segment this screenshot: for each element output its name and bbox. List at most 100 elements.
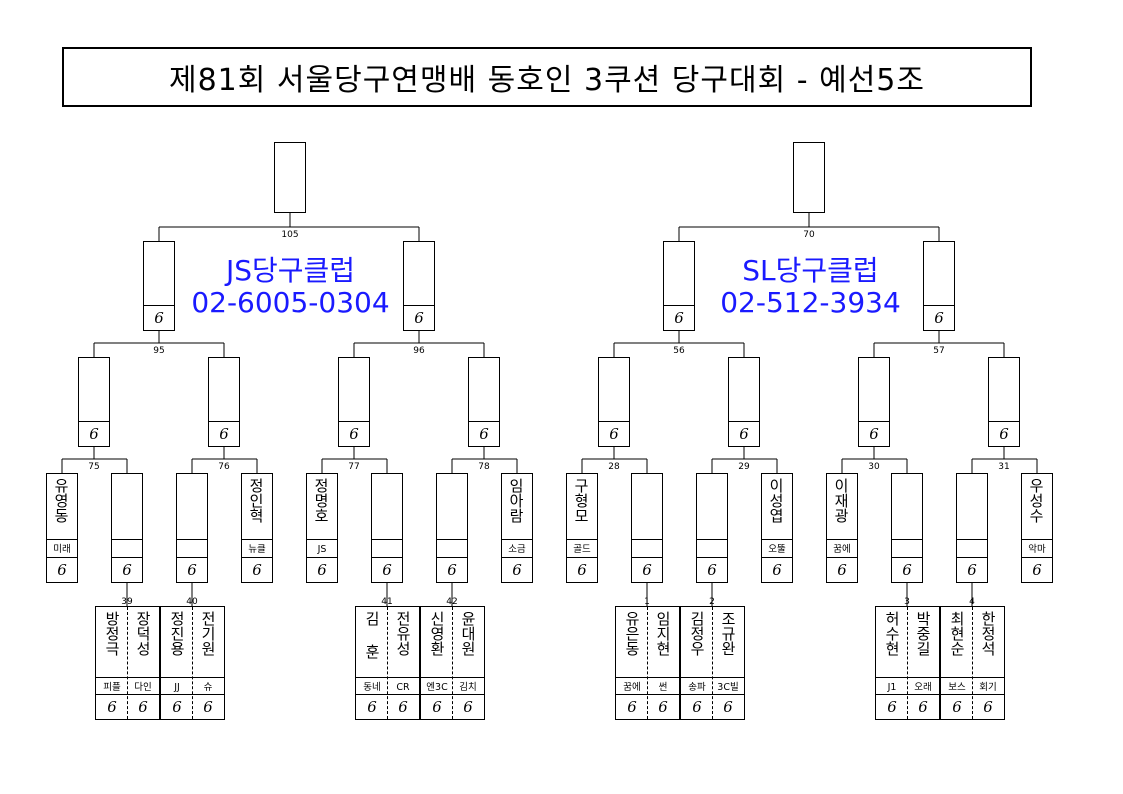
seeded-player-card: 이성엽 오뚤 6 (761, 473, 793, 583)
score-mark: 6 (144, 305, 174, 330)
bracket-slot: 6 (208, 357, 240, 447)
score-mark: 6 (567, 557, 597, 582)
bracket-slot: 6 (988, 357, 1020, 447)
score-mark: 6 (79, 421, 109, 446)
score-mark: 6 (127, 694, 159, 719)
player-name: 최현순 (948, 611, 966, 656)
match-number: 29 (738, 462, 750, 472)
score-mark: 6 (421, 694, 453, 719)
player-name: 조규완 (719, 611, 737, 656)
player-name: 이재광 (832, 478, 850, 523)
player-name: 우성수 (1027, 478, 1045, 523)
seeded-player-card: 유영동 미래 6 (46, 473, 78, 583)
score-mark: 6 (437, 557, 467, 582)
player-name: 박중길 (914, 611, 932, 656)
score-mark: 6 (907, 694, 939, 719)
match-number: 41 (381, 597, 393, 607)
score-mark: 6 (1022, 557, 1052, 582)
bracket-slot: 6 (858, 357, 890, 447)
match-number: 28 (608, 462, 620, 472)
match-number: 56 (673, 346, 685, 356)
bracket-slot: 6 (956, 473, 988, 583)
player-name: 임아람 (507, 478, 525, 523)
player-name: 한정석 (979, 611, 997, 656)
player-club: JJ (161, 677, 193, 697)
score-mark: 6 (469, 421, 499, 446)
match-number: 57 (933, 346, 945, 356)
seeded-player-card: 우성수 악마 6 (1021, 473, 1053, 583)
seeded-player-card: 정명호 JS 6 (306, 473, 338, 583)
bracket-slot: 6 (663, 241, 695, 331)
player-club: 김치 (452, 677, 484, 697)
score-mark: 6 (681, 694, 713, 719)
score-mark: 6 (161, 694, 193, 719)
player-club: 회기 (972, 677, 1004, 697)
bracket-slot: 6 (696, 473, 728, 583)
match-number: 42 (446, 597, 458, 607)
player-name: 정진용 (168, 611, 186, 656)
seeded-player-card: 구형모 골드 6 (566, 473, 598, 583)
score-mark: 6 (729, 421, 759, 446)
score-mark: 6 (404, 305, 434, 330)
match-number: 77 (348, 462, 360, 472)
player-name: 김정우 (688, 611, 706, 656)
match-number: 30 (868, 462, 880, 472)
player-club: 다인 (127, 677, 159, 697)
venue-info: JS당구클럽 02-6005-0304 (178, 255, 403, 319)
page-title: 제81회 서울당구연맹배 동호인 3쿠션 당구대회 - 예선5조 (62, 47, 1032, 107)
match-number: 95 (153, 346, 165, 356)
seeded-player-card: 이재광 꿈에 6 (826, 473, 858, 583)
score-mark: 6 (47, 557, 77, 582)
player-name: 정인혁 (247, 478, 265, 523)
score-mark: 6 (712, 694, 744, 719)
group-winner-box (274, 142, 306, 213)
score-mark: 6 (599, 421, 629, 446)
bracket-slot: 6 (176, 473, 208, 583)
score-mark: 6 (957, 557, 987, 582)
score-mark: 6 (941, 694, 973, 719)
player-club: 꿈에 (827, 539, 857, 559)
player-club: 엔3C (421, 677, 453, 697)
bracket-slot: 6 (111, 473, 143, 583)
player-name: 유영동 (52, 478, 70, 523)
score-mark: 6 (372, 557, 402, 582)
match-number: 3 (904, 597, 910, 607)
player-club: 동네 (356, 677, 388, 697)
score-mark: 6 (827, 557, 857, 582)
match-number: 70 (803, 230, 815, 240)
score-mark: 6 (242, 557, 272, 582)
score-mark: 6 (664, 305, 694, 330)
score-mark: 6 (972, 694, 1004, 719)
venue-phone: 02-6005-0304 (191, 286, 390, 319)
score-mark: 6 (356, 694, 388, 719)
venue-name: JS당구클럽 (225, 254, 356, 287)
player-club: 오뚤 (762, 539, 792, 559)
bracket-slot: 6 (338, 357, 370, 447)
player-club: JS (307, 539, 337, 559)
bracket-slot: 6 (403, 241, 435, 331)
bracket-slot: 6 (923, 241, 955, 331)
score-mark: 6 (452, 694, 484, 719)
score-mark: 6 (616, 694, 648, 719)
match-number: 39 (121, 597, 133, 607)
venue-phone: 02-512-3934 (720, 286, 901, 319)
score-mark: 6 (192, 694, 224, 719)
player-name: 전기원 (199, 611, 217, 656)
bracket-slot: 6 (78, 357, 110, 447)
player-club: 송파 (681, 677, 713, 697)
player-club: 골드 (567, 539, 597, 559)
player-name: 임지현 (654, 611, 672, 656)
player-name: 김 훈 (363, 611, 381, 659)
bracket-slot: 6 (631, 473, 663, 583)
score-mark: 6 (762, 557, 792, 582)
player-club: 보스 (941, 677, 973, 697)
player-name: 방정극 (103, 611, 121, 656)
score-mark: 6 (339, 421, 369, 446)
bracket-slot: 6 (371, 473, 403, 583)
match-number: 75 (88, 462, 100, 472)
player-club: J1 (876, 677, 908, 697)
player-club: CR (387, 677, 419, 697)
